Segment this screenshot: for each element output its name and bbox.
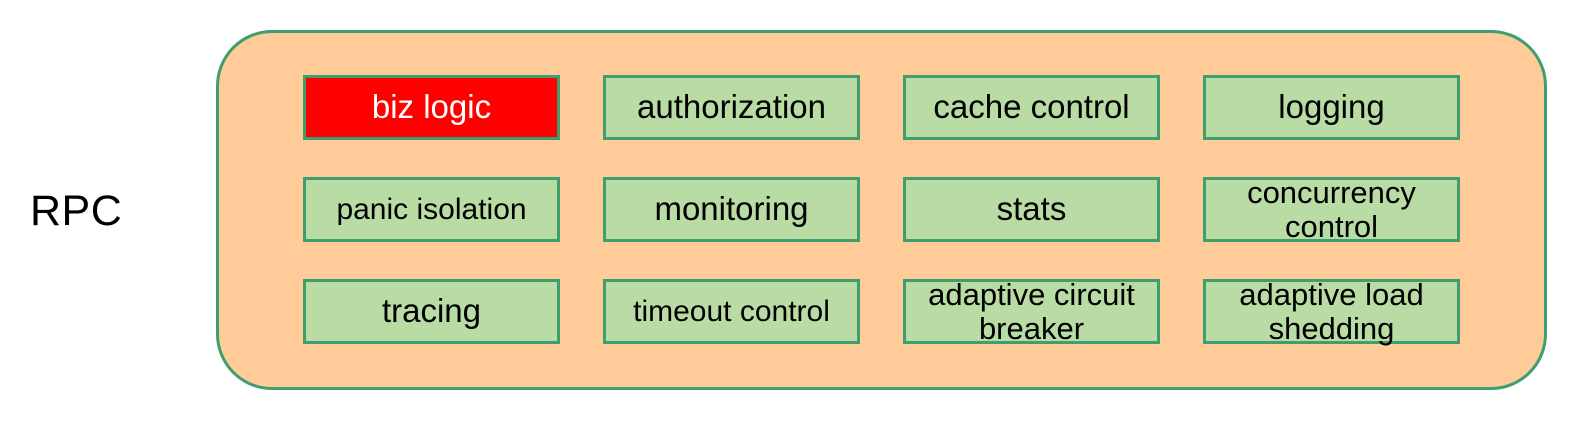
box-authorization[interactable]: authorization bbox=[603, 75, 860, 140]
rpc-side-label: RPC bbox=[30, 186, 123, 235]
box-cache-control[interactable]: cache control bbox=[903, 75, 1160, 140]
box-label: authorization bbox=[637, 88, 826, 126]
middleware-grid: biz logic authorization cache control lo… bbox=[303, 75, 1460, 346]
box-stats[interactable]: stats bbox=[903, 177, 1160, 242]
box-label: timeout control bbox=[633, 294, 830, 328]
rpc-container: biz logic authorization cache control lo… bbox=[216, 30, 1547, 390]
box-label: tracing bbox=[381, 292, 482, 330]
box-label: adaptive circuit breaker bbox=[928, 277, 1135, 346]
box-biz-logic[interactable]: biz logic bbox=[303, 75, 560, 140]
box-monitoring[interactable]: monitoring bbox=[603, 177, 860, 242]
box-label: monitoring bbox=[654, 190, 809, 228]
box-label: biz logic bbox=[371, 88, 492, 126]
box-label: concurrency control bbox=[1247, 175, 1416, 244]
box-adaptive-circuit-breaker[interactable]: adaptive circuit breaker bbox=[903, 277, 1160, 346]
box-adaptive-load-shedding[interactable]: adaptive load shedding bbox=[1203, 277, 1460, 346]
box-label: adaptive load shedding bbox=[1239, 277, 1424, 346]
box-logging[interactable]: logging bbox=[1203, 75, 1460, 140]
box-tracing[interactable]: tracing bbox=[303, 279, 560, 344]
box-concurrency-control[interactable]: concurrency control bbox=[1203, 175, 1460, 244]
box-label: stats bbox=[996, 190, 1067, 228]
box-label: logging bbox=[1278, 88, 1385, 126]
box-label: panic isolation bbox=[336, 192, 527, 226]
box-label: cache control bbox=[933, 88, 1130, 126]
box-panic-isolation[interactable]: panic isolation bbox=[303, 177, 560, 242]
box-timeout-control[interactable]: timeout control bbox=[603, 279, 860, 344]
